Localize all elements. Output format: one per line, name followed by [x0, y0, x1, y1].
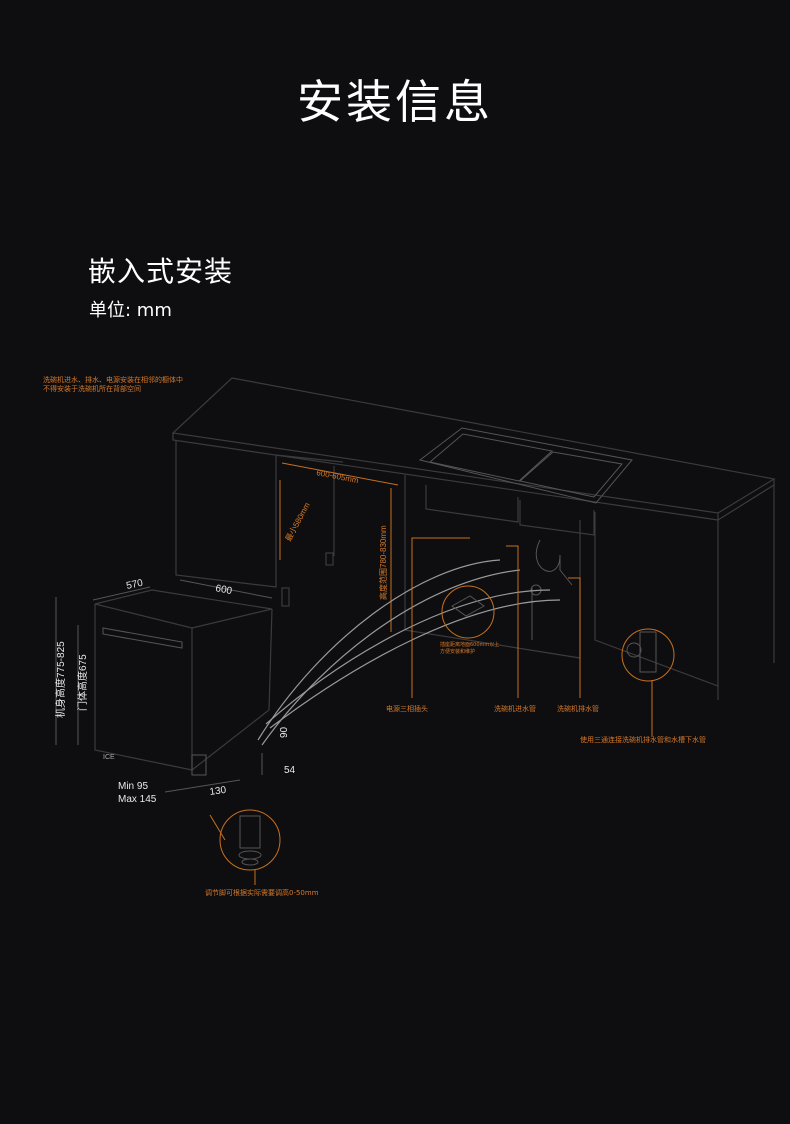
foot-detail — [209, 809, 281, 871]
callout-lines — [254, 537, 653, 885]
socket-label: 电源三相插头 — [386, 704, 428, 713]
cabinet-depth-label: 最小580mm — [284, 501, 312, 543]
cabinet-dimensions: 600-605mm 最小580mm 高度范围780-830mm — [279, 462, 399, 632]
side-depth-label: 54 — [284, 765, 296, 776]
sink — [418, 427, 633, 536]
hoses — [257, 559, 561, 746]
unit-label: 单位: mm — [89, 300, 172, 321]
three-way-detail — [621, 628, 675, 682]
depth-label: 570 — [125, 578, 144, 592]
inlet-label: 洗碗机进水管 — [494, 704, 536, 713]
drain-label: 洗碗机排水管 — [557, 704, 599, 713]
cabinet-height-label: 高度范围780-830mm — [378, 525, 388, 600]
min-label: Min 95 — [118, 781, 148, 792]
top-note-line-1: 洗碗机进水、排水、电源安装在相邻的橱体中 — [43, 375, 183, 384]
socket-detail-note-1: 插座距离地面600mm以上 — [440, 641, 499, 648]
dishwasher: ICE — [94, 589, 273, 776]
dishwasher-dimensions: 570 600 机身高度775-825 门体高度675 Min 95 Max 1… — [54, 578, 296, 805]
max-label: Max 145 — [118, 794, 157, 805]
socket-detail: 插座距离地面600mm以上 方便安装和维护 — [440, 585, 499, 655]
top-note-line-2: 不得安装于洗碗机所在背部空间 — [43, 384, 141, 393]
countertop — [171, 377, 776, 521]
socket-detail-note-2: 方便安装和维护 — [440, 648, 475, 655]
page-title: 安装信息 — [297, 75, 493, 129]
hose-offset-label: 90 — [279, 726, 290, 738]
right-cabinet — [404, 485, 775, 700]
door-height-label: 门体高度675 — [76, 654, 89, 711]
left-cabinet — [175, 440, 406, 630]
body-height-label: 机身高度775-825 — [54, 641, 67, 718]
bottom-depth-label: 130 — [209, 785, 227, 798]
section-title: 嵌入式安装 — [88, 255, 234, 288]
cabinet-width-label: 600-605mm — [316, 468, 360, 485]
foot-label: 调节脚可根据实际需要调高0-50mm — [205, 888, 319, 897]
three-way-label: 使用三通连接洗碗机排水管和水槽下水管 — [580, 735, 706, 744]
width-label: 600 — [214, 583, 233, 597]
svg-text:ICE: ICE — [103, 754, 115, 761]
